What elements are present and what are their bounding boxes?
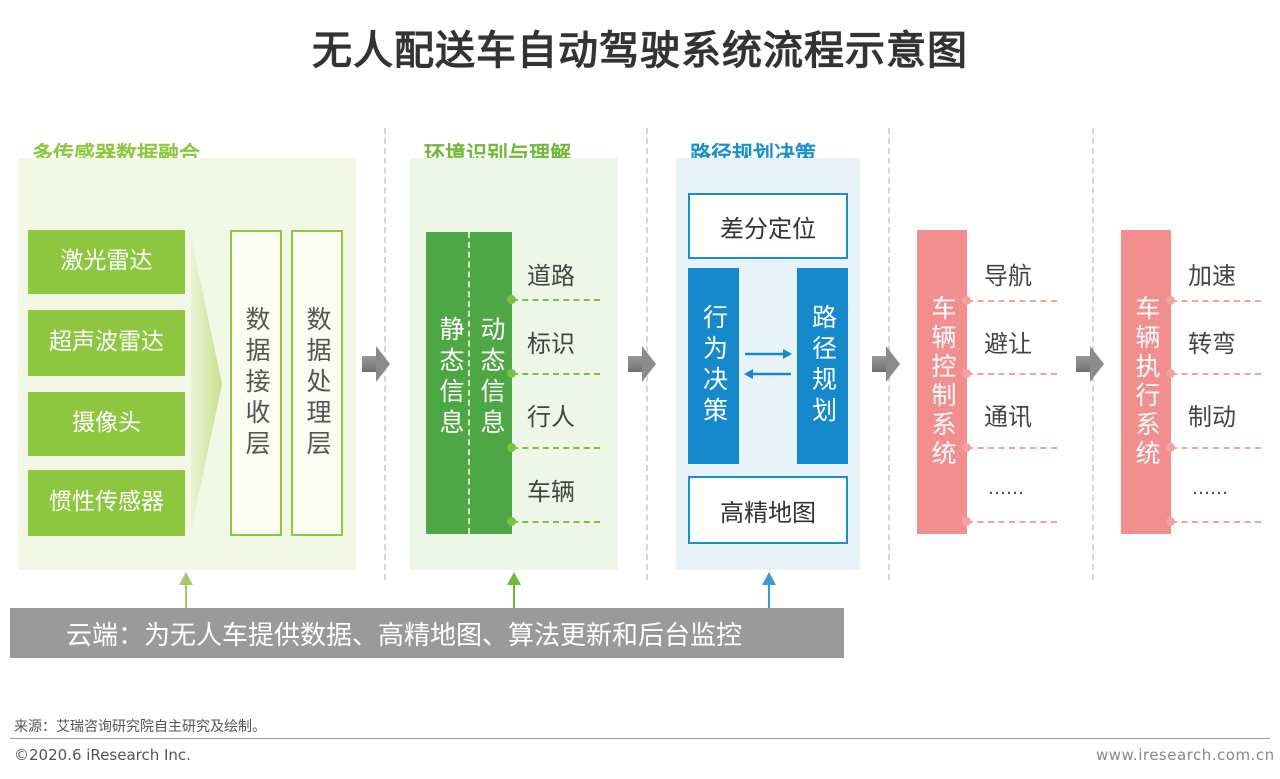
env-item-vehicle: 车辆 [527, 478, 575, 506]
behavior-decision-label: 行为决策 [699, 304, 729, 428]
vehicle-execution-system-label: 车辆执行系统 [1132, 295, 1161, 469]
up-arrow-line [513, 584, 515, 608]
dot-icon [1166, 296, 1175, 305]
dot-icon [1166, 517, 1175, 526]
dot-icon [507, 443, 516, 452]
up-arrow-line [768, 584, 770, 608]
flow-arrow-icon [362, 356, 376, 372]
dot-icon [1166, 369, 1175, 378]
control-item-avoid: 避让 [984, 330, 1032, 358]
data-receive-layer: 数据接收层 [230, 230, 282, 536]
vehicle-control-system-label: 车辆控制系统 [928, 295, 957, 469]
dot-icon [507, 295, 516, 304]
divider [512, 299, 600, 301]
flow-arrow-icon [886, 346, 900, 382]
flow-arrow-icon [628, 356, 642, 372]
data-receive-layer-label: 数据接收层 [242, 305, 271, 461]
dot-icon [962, 517, 971, 526]
divider [1171, 521, 1261, 523]
flow-arrow-icon [642, 346, 656, 382]
dynamic-info: 动态信息 [473, 298, 509, 458]
website-link[interactable]: www.iresearch.com.cn [1096, 746, 1275, 764]
flow-arrow-icon [1076, 356, 1090, 372]
vehicle-execution-system: 车辆执行系统 [1121, 230, 1171, 534]
copyright: ©2020.6 iResearch Inc. [14, 746, 191, 764]
data-process-layer: 数据处理层 [291, 230, 343, 536]
footer-divider [10, 738, 1270, 739]
differential-positioning: 差分定位 [688, 193, 848, 259]
up-arrow-icon [179, 572, 193, 585]
control-item-navigation: 导航 [984, 262, 1032, 290]
dynamic-info-label: 动态信息 [477, 316, 506, 440]
divider [512, 373, 600, 375]
funnel-arrow [190, 232, 222, 536]
vehicle-control-system: 车辆控制系统 [917, 230, 967, 534]
dot-icon [507, 517, 516, 526]
env-item-sign: 标识 [527, 330, 575, 358]
up-arrow-line [185, 584, 187, 608]
divider [967, 447, 1057, 449]
exec-item-brake: 制动 [1188, 403, 1236, 431]
sensor-ultrasonic: 超声波雷达 [28, 310, 185, 376]
env-item-road: 道路 [527, 262, 575, 290]
path-planning: 路径规划 [797, 268, 848, 464]
page-title: 无人配送车自动驾驶系统流程示意图 [312, 28, 968, 74]
dot-icon [962, 443, 971, 452]
dot-icon [1166, 443, 1175, 452]
info-divider [468, 232, 470, 534]
dot-icon [962, 296, 971, 305]
sensor-lidar: 激光雷达 [28, 230, 185, 294]
divider [967, 300, 1057, 302]
divider [512, 447, 600, 449]
exec-item-accelerate: 加速 [1188, 262, 1236, 290]
static-info: 静态信息 [432, 298, 468, 458]
divider [967, 373, 1057, 375]
dot-icon [507, 369, 516, 378]
static-info-label: 静态信息 [436, 316, 465, 440]
sensor-camera: 摄像头 [28, 392, 185, 456]
source-note: 来源：艾瑞咨询研究院自主研究及绘制。 [14, 719, 266, 735]
control-item-more: …… [988, 478, 1024, 499]
flow-arrow-icon [872, 356, 886, 372]
flow-arrow-icon [376, 346, 390, 382]
cloud-bar: 云端：为无人车提供数据、高精地图、算法更新和后台监控 [10, 608, 844, 658]
divider [512, 521, 600, 523]
sensor-inertial: 惯性传感器 [28, 470, 185, 536]
dot-icon [962, 369, 971, 378]
hd-map: 高精地图 [688, 476, 848, 544]
exec-item-more: …… [1192, 478, 1228, 499]
env-item-pedestrian: 行人 [527, 403, 575, 431]
divider [1171, 373, 1261, 375]
control-item-communication: 通讯 [984, 403, 1032, 431]
bidirectional-arrow-icon [744, 349, 792, 379]
flow-arrow-icon [1090, 346, 1104, 382]
path-planning-label: 路径规划 [808, 304, 838, 428]
divider [1171, 300, 1261, 302]
up-arrow-icon [762, 572, 776, 585]
behavior-decision: 行为决策 [688, 268, 739, 464]
divider [967, 521, 1057, 523]
exec-item-turn: 转弯 [1188, 330, 1236, 358]
divider [1171, 447, 1261, 449]
data-process-layer-label: 数据处理层 [303, 305, 332, 461]
up-arrow-icon [507, 572, 521, 585]
